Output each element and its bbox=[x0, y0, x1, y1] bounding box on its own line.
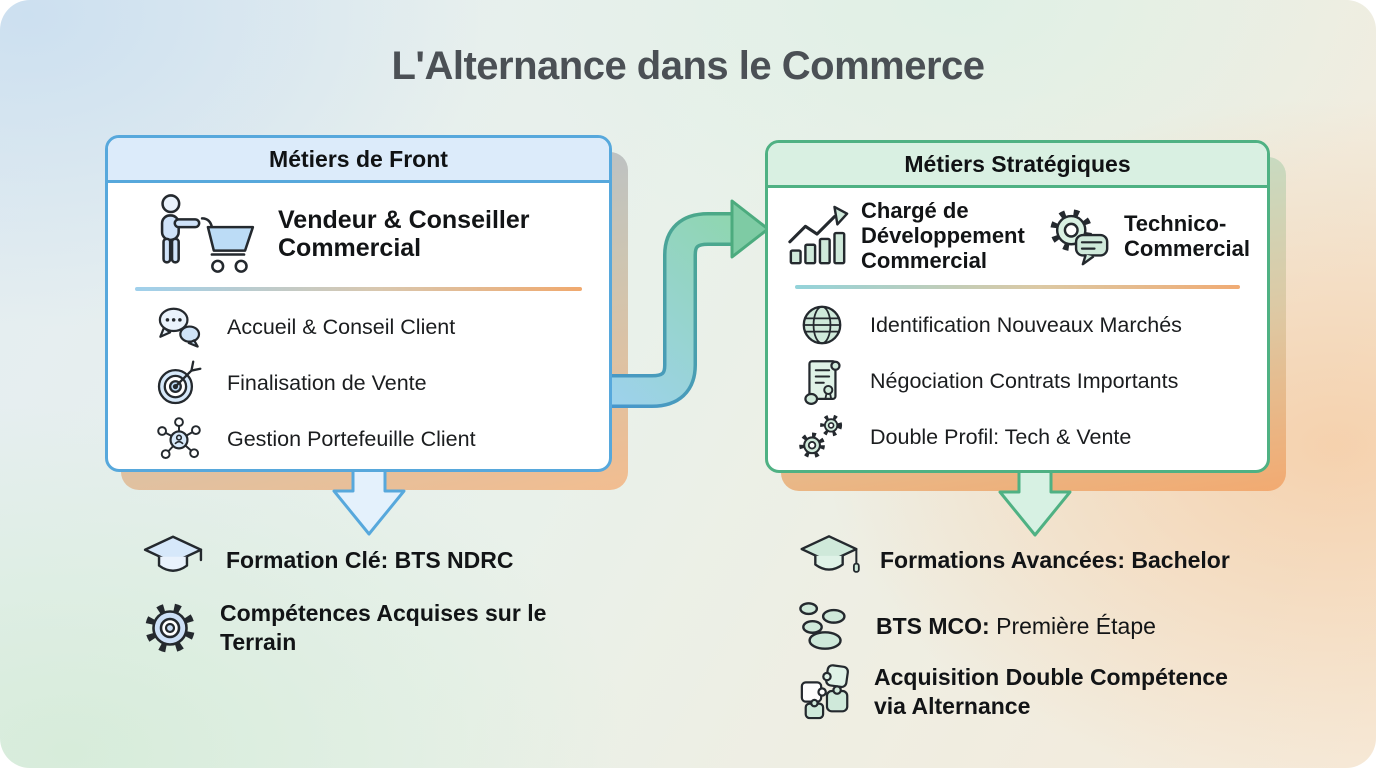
list-item: Double Profil: Tech & Vente bbox=[768, 409, 1267, 465]
graduation-cap-icon bbox=[800, 535, 860, 573]
card-metiers-de-front: Métiers de Front Vendeur & Conseiller Co… bbox=[105, 135, 612, 472]
job-title: Technico-Commercial bbox=[1124, 210, 1250, 261]
growth-chart-icon bbox=[788, 205, 849, 264]
double-gears-icon bbox=[799, 414, 843, 459]
list-item: Accueil & Conseil Client bbox=[108, 299, 609, 355]
footer-strategic: Formations Avancées: Bachelor BTS MCO: P… bbox=[798, 531, 1278, 732]
footer-label: Formation Clé: BTS NDRC bbox=[226, 546, 514, 575]
footer-front: Formation Clé: BTS NDRC Compétences Acqu… bbox=[140, 533, 610, 669]
item-label: Finalisation de Vente bbox=[227, 370, 427, 395]
globe-icon bbox=[802, 305, 842, 345]
footer-label: Compétences Acquises sur le Terrain bbox=[220, 599, 585, 657]
card-header: Métiers de Front bbox=[108, 138, 609, 183]
item-label: Négociation Contrats Importants bbox=[870, 368, 1179, 393]
footer-label: BTS MCO: Première Étape bbox=[876, 612, 1156, 641]
gear-icon bbox=[145, 603, 195, 653]
item-label: Double Profil: Tech & Vente bbox=[870, 424, 1132, 449]
list-item: Finalisation de Vente bbox=[108, 355, 609, 411]
down-arrow-icon bbox=[332, 469, 406, 536]
footer-label-bold: Formation Clé: BTS NDRC bbox=[226, 546, 514, 573]
job-row: Vendeur & Conseiller Commercial bbox=[108, 183, 609, 275]
footer-label-bold: Acquisition Double Compétence via Altern… bbox=[874, 664, 1228, 719]
footer-item: Formation Clé: BTS NDRC bbox=[140, 533, 610, 587]
gradient-divider bbox=[795, 285, 1240, 290]
stepping-stones-icon bbox=[799, 602, 846, 650]
list-item: Identification Nouveaux Marchés bbox=[768, 297, 1267, 353]
item-list: Accueil & Conseil Client Finalisation de… bbox=[108, 299, 609, 467]
job-group: Technico-Commercial bbox=[1045, 205, 1266, 267]
card-metiers-strategiques: Métiers Stratégiques Chargé de Développe… bbox=[765, 140, 1270, 473]
s-curve-arrow-icon bbox=[600, 199, 770, 408]
footer-label: Formations Avancées: Bachelor bbox=[880, 546, 1230, 575]
footer-item: Compétences Acquises sur le Terrain bbox=[140, 598, 610, 658]
footer-label-bold: Compétences Acquises sur le Terrain bbox=[220, 600, 547, 655]
person-cart-icon bbox=[160, 194, 255, 273]
footer-label-bold: BTS MCO: bbox=[876, 612, 990, 639]
job-row: Chargé de Développement Commercial Techn… bbox=[768, 188, 1267, 273]
list-item: Gestion Portefeuille Client bbox=[108, 411, 609, 467]
footer-label-bold: Formations Avancées: Bachelor bbox=[880, 546, 1230, 573]
item-label: Accueil & Conseil Client bbox=[227, 314, 456, 339]
network-icon bbox=[157, 417, 201, 459]
list-item: Négociation Contrats Importants bbox=[768, 353, 1267, 409]
page-title: L'Alternance dans le Commerce bbox=[391, 44, 986, 88]
target-icon bbox=[157, 360, 202, 405]
gradient-divider bbox=[135, 287, 582, 291]
graduation-cap-icon bbox=[143, 535, 203, 572]
contract-scroll-icon bbox=[804, 360, 841, 406]
item-label: Gestion Portefeuille Client bbox=[227, 426, 476, 451]
footer-item: Formations Avancées: Bachelor bbox=[798, 531, 1278, 589]
card-header: Métiers Stratégiques bbox=[768, 143, 1267, 188]
footer-item: BTS MCO: Première Étape bbox=[798, 600, 1278, 652]
job-title: Chargé de Développement Commercial bbox=[861, 198, 1025, 274]
job-title: Vendeur & Conseiller Commercial bbox=[278, 205, 530, 263]
item-list: Identification Nouveaux Marchés Négociat… bbox=[768, 297, 1267, 465]
item-label: Identification Nouveaux Marchés bbox=[870, 312, 1182, 337]
chat-bubbles-icon bbox=[158, 307, 201, 348]
puzzle-icon bbox=[800, 664, 849, 720]
footer-item: Acquisition Double Compétence via Altern… bbox=[798, 663, 1278, 721]
gear-chat-icon bbox=[1050, 208, 1109, 265]
job-group: Chargé de Développement Commercial bbox=[786, 198, 1035, 273]
footer-label-rest: Première Étape bbox=[989, 612, 1156, 639]
down-arrow-icon bbox=[998, 470, 1072, 537]
footer-label: Acquisition Double Compétence via Altern… bbox=[874, 663, 1264, 721]
